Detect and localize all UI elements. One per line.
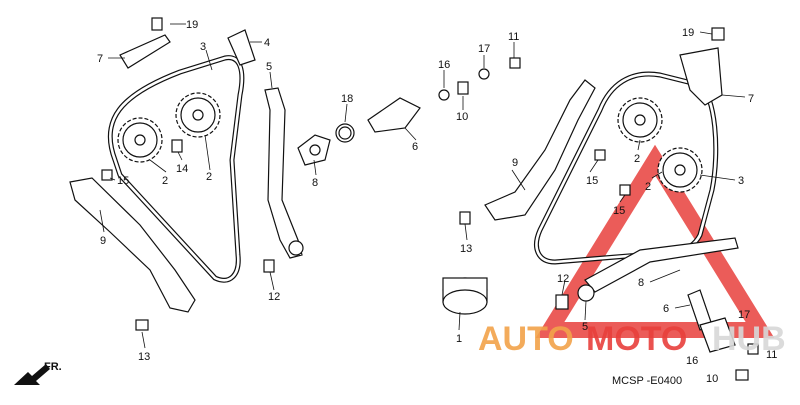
- o-ring-18: [335, 123, 355, 143]
- label-1: 1: [456, 333, 462, 345]
- left-sprocket-b: [175, 92, 221, 138]
- label-11-left: 11: [508, 31, 519, 43]
- label-11-right: 11: [766, 349, 777, 361]
- label-7-right: 7: [748, 93, 754, 105]
- part-labels: 19 7 3 4 5 18 16 17 11 10 6 8 2 2 14 15 …: [97, 19, 777, 385]
- tensioner-gasket-8: [297, 134, 331, 166]
- washer-16a: [438, 89, 450, 101]
- label-9-left: 9: [100, 235, 106, 247]
- left-bolt-13: [135, 319, 149, 331]
- label-13-center: 13: [460, 243, 472, 255]
- right-bolt-15b: [619, 184, 631, 196]
- label-4: 4: [264, 37, 270, 49]
- label-15-right-a: 15: [586, 175, 598, 187]
- label-19-left: 19: [186, 19, 198, 31]
- label-10-right: 10: [706, 373, 718, 385]
- label-2-left-b: 2: [206, 171, 212, 183]
- right-bolt-15a: [594, 149, 606, 161]
- label-12-left: 12: [268, 291, 280, 303]
- label-14: 14: [176, 163, 188, 175]
- watermark-logo: AUTO MOTO HUB: [478, 320, 786, 358]
- label-16-left: 16: [438, 59, 450, 71]
- left-bolt-14: [171, 139, 183, 153]
- right-bolt-19: [711, 27, 725, 41]
- right-chain-guide-8: [584, 237, 739, 293]
- label-17-right: 17: [738, 309, 750, 321]
- leader-lines: [99, 23, 746, 349]
- left-chain-guide: [119, 34, 171, 69]
- left-tensioner-arm-5: [264, 87, 304, 259]
- left-guide-bolt-19: [151, 17, 163, 31]
- svg-text:HUB: HUB: [712, 320, 786, 358]
- svg-text:AUTO: AUTO: [478, 320, 574, 358]
- front-direction-arrow-icon: FR.: [14, 361, 62, 385]
- label-2-right-b: 2: [645, 181, 651, 193]
- tensioner-lifter-6: [367, 97, 421, 133]
- label-15-left: 15: [117, 175, 129, 187]
- label-2-right-a: 2: [634, 153, 640, 165]
- diagram-code: MCSP -E0400: [612, 375, 682, 387]
- crank-sprocket-1: [442, 277, 488, 315]
- label-10-left: 10: [456, 111, 468, 123]
- right-sprocket-a: [617, 97, 663, 143]
- left-chain-slider-9: [69, 177, 196, 313]
- svg-text:MOTO: MOTO: [586, 320, 687, 358]
- left-bolt-12: [263, 259, 275, 273]
- plug-10a: [457, 81, 469, 95]
- label-7-left: 7: [97, 53, 103, 65]
- front-direction-label: FR.: [44, 361, 62, 373]
- label-12-right: 12: [557, 273, 569, 285]
- label-2-left-a: 2: [162, 175, 168, 187]
- label-3-left: 3: [200, 41, 206, 53]
- label-17-left: 17: [478, 43, 490, 55]
- right-washer-5: [577, 284, 595, 302]
- label-5-left: 5: [266, 61, 272, 73]
- label-9-right: 9: [512, 157, 518, 169]
- label-6-right: 6: [663, 303, 669, 315]
- right-bolt-12: [555, 294, 569, 310]
- bolt-11a: [509, 57, 521, 69]
- right-sprocket-b: [657, 147, 703, 193]
- label-18: 18: [341, 93, 353, 105]
- label-6-left: 6: [412, 141, 418, 153]
- label-15-right-b: 15: [613, 205, 625, 217]
- label-8-left: 8: [312, 177, 318, 189]
- right-plate-7: [679, 47, 723, 106]
- right-tensioner-6: [687, 289, 736, 353]
- label-8-right: 8: [638, 277, 644, 289]
- label-3-right: 3: [738, 175, 744, 187]
- right-plug-10: [735, 369, 749, 381]
- label-19-right: 19: [682, 27, 694, 39]
- washer-17a: [478, 68, 490, 80]
- left-cam-chain: [107, 55, 245, 283]
- right-chain-slider-9: [484, 79, 596, 221]
- left-plate-4: [227, 29, 256, 66]
- left-bolt-15: [101, 169, 113, 181]
- left-sprocket-a: [117, 117, 163, 163]
- center-bolt-13: [459, 211, 471, 225]
- right-bolt-11: [747, 343, 759, 355]
- label-5-right: 5: [582, 321, 588, 333]
- label-16-right: 16: [686, 355, 698, 367]
- right-cam-chain: [534, 71, 719, 265]
- label-13-left: 13: [138, 351, 150, 363]
